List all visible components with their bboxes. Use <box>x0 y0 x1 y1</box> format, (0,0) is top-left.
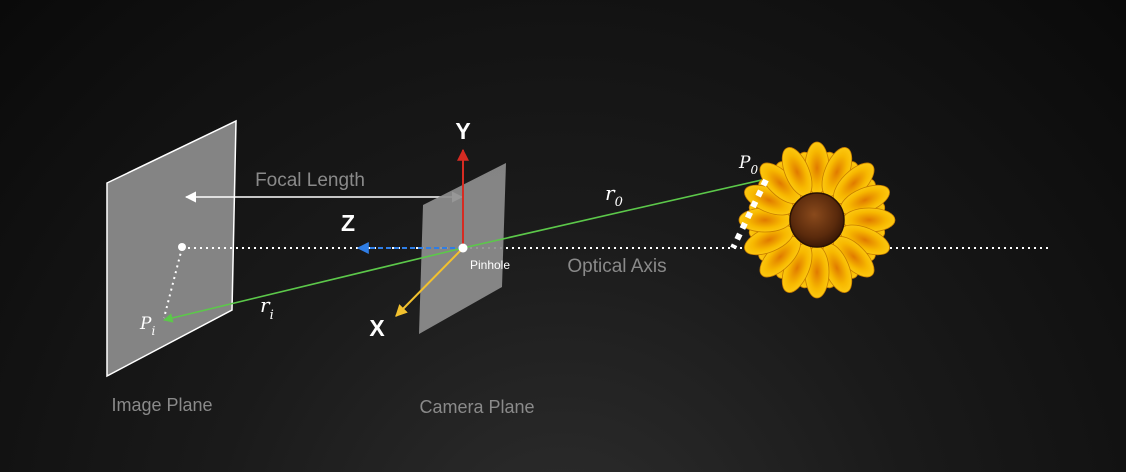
z-axis-label: Z <box>341 210 355 236</box>
ray-ri-label: ri <box>260 293 274 323</box>
image-center-point <box>178 243 186 251</box>
camera-plane-label: Camera Plane <box>419 397 534 417</box>
object-point-label: P0 <box>738 153 758 177</box>
ray-r0-label-base: r <box>605 181 616 205</box>
ray-ri-segment <box>163 247 464 323</box>
object-point-label-sub: 0 <box>750 163 758 177</box>
ray-r0-segment <box>462 178 767 249</box>
optical-axis-label: Optical Axis <box>567 256 666 277</box>
sunflower-center <box>789 192 845 248</box>
pinhole-point <box>458 243 468 253</box>
image-plane-label: Image Plane <box>111 395 212 415</box>
ray-r0-label: r0 <box>605 181 623 210</box>
object-height-marker <box>730 178 769 250</box>
y-axis-label: Y <box>455 118 470 144</box>
image-point-label-sub: i <box>151 324 155 338</box>
image-point-label-base: P <box>139 314 152 334</box>
ray-r0-label-sub: 0 <box>615 195 623 210</box>
image-point-label: Pi <box>139 314 155 338</box>
object-point-label-base: P <box>738 153 751 173</box>
image-plane <box>106 119 237 378</box>
focal-length-label: Focal Length <box>255 170 365 191</box>
ray-ri-label-sub: i <box>270 308 274 323</box>
ray-ri-label-base: r <box>260 293 271 317</box>
sunflower-icon <box>738 141 896 299</box>
pinhole-label: Pinhole <box>470 258 510 272</box>
x-axis-label: X <box>369 315 385 341</box>
x-axis-arrow <box>395 247 464 317</box>
image-point-projection-line <box>163 247 183 319</box>
